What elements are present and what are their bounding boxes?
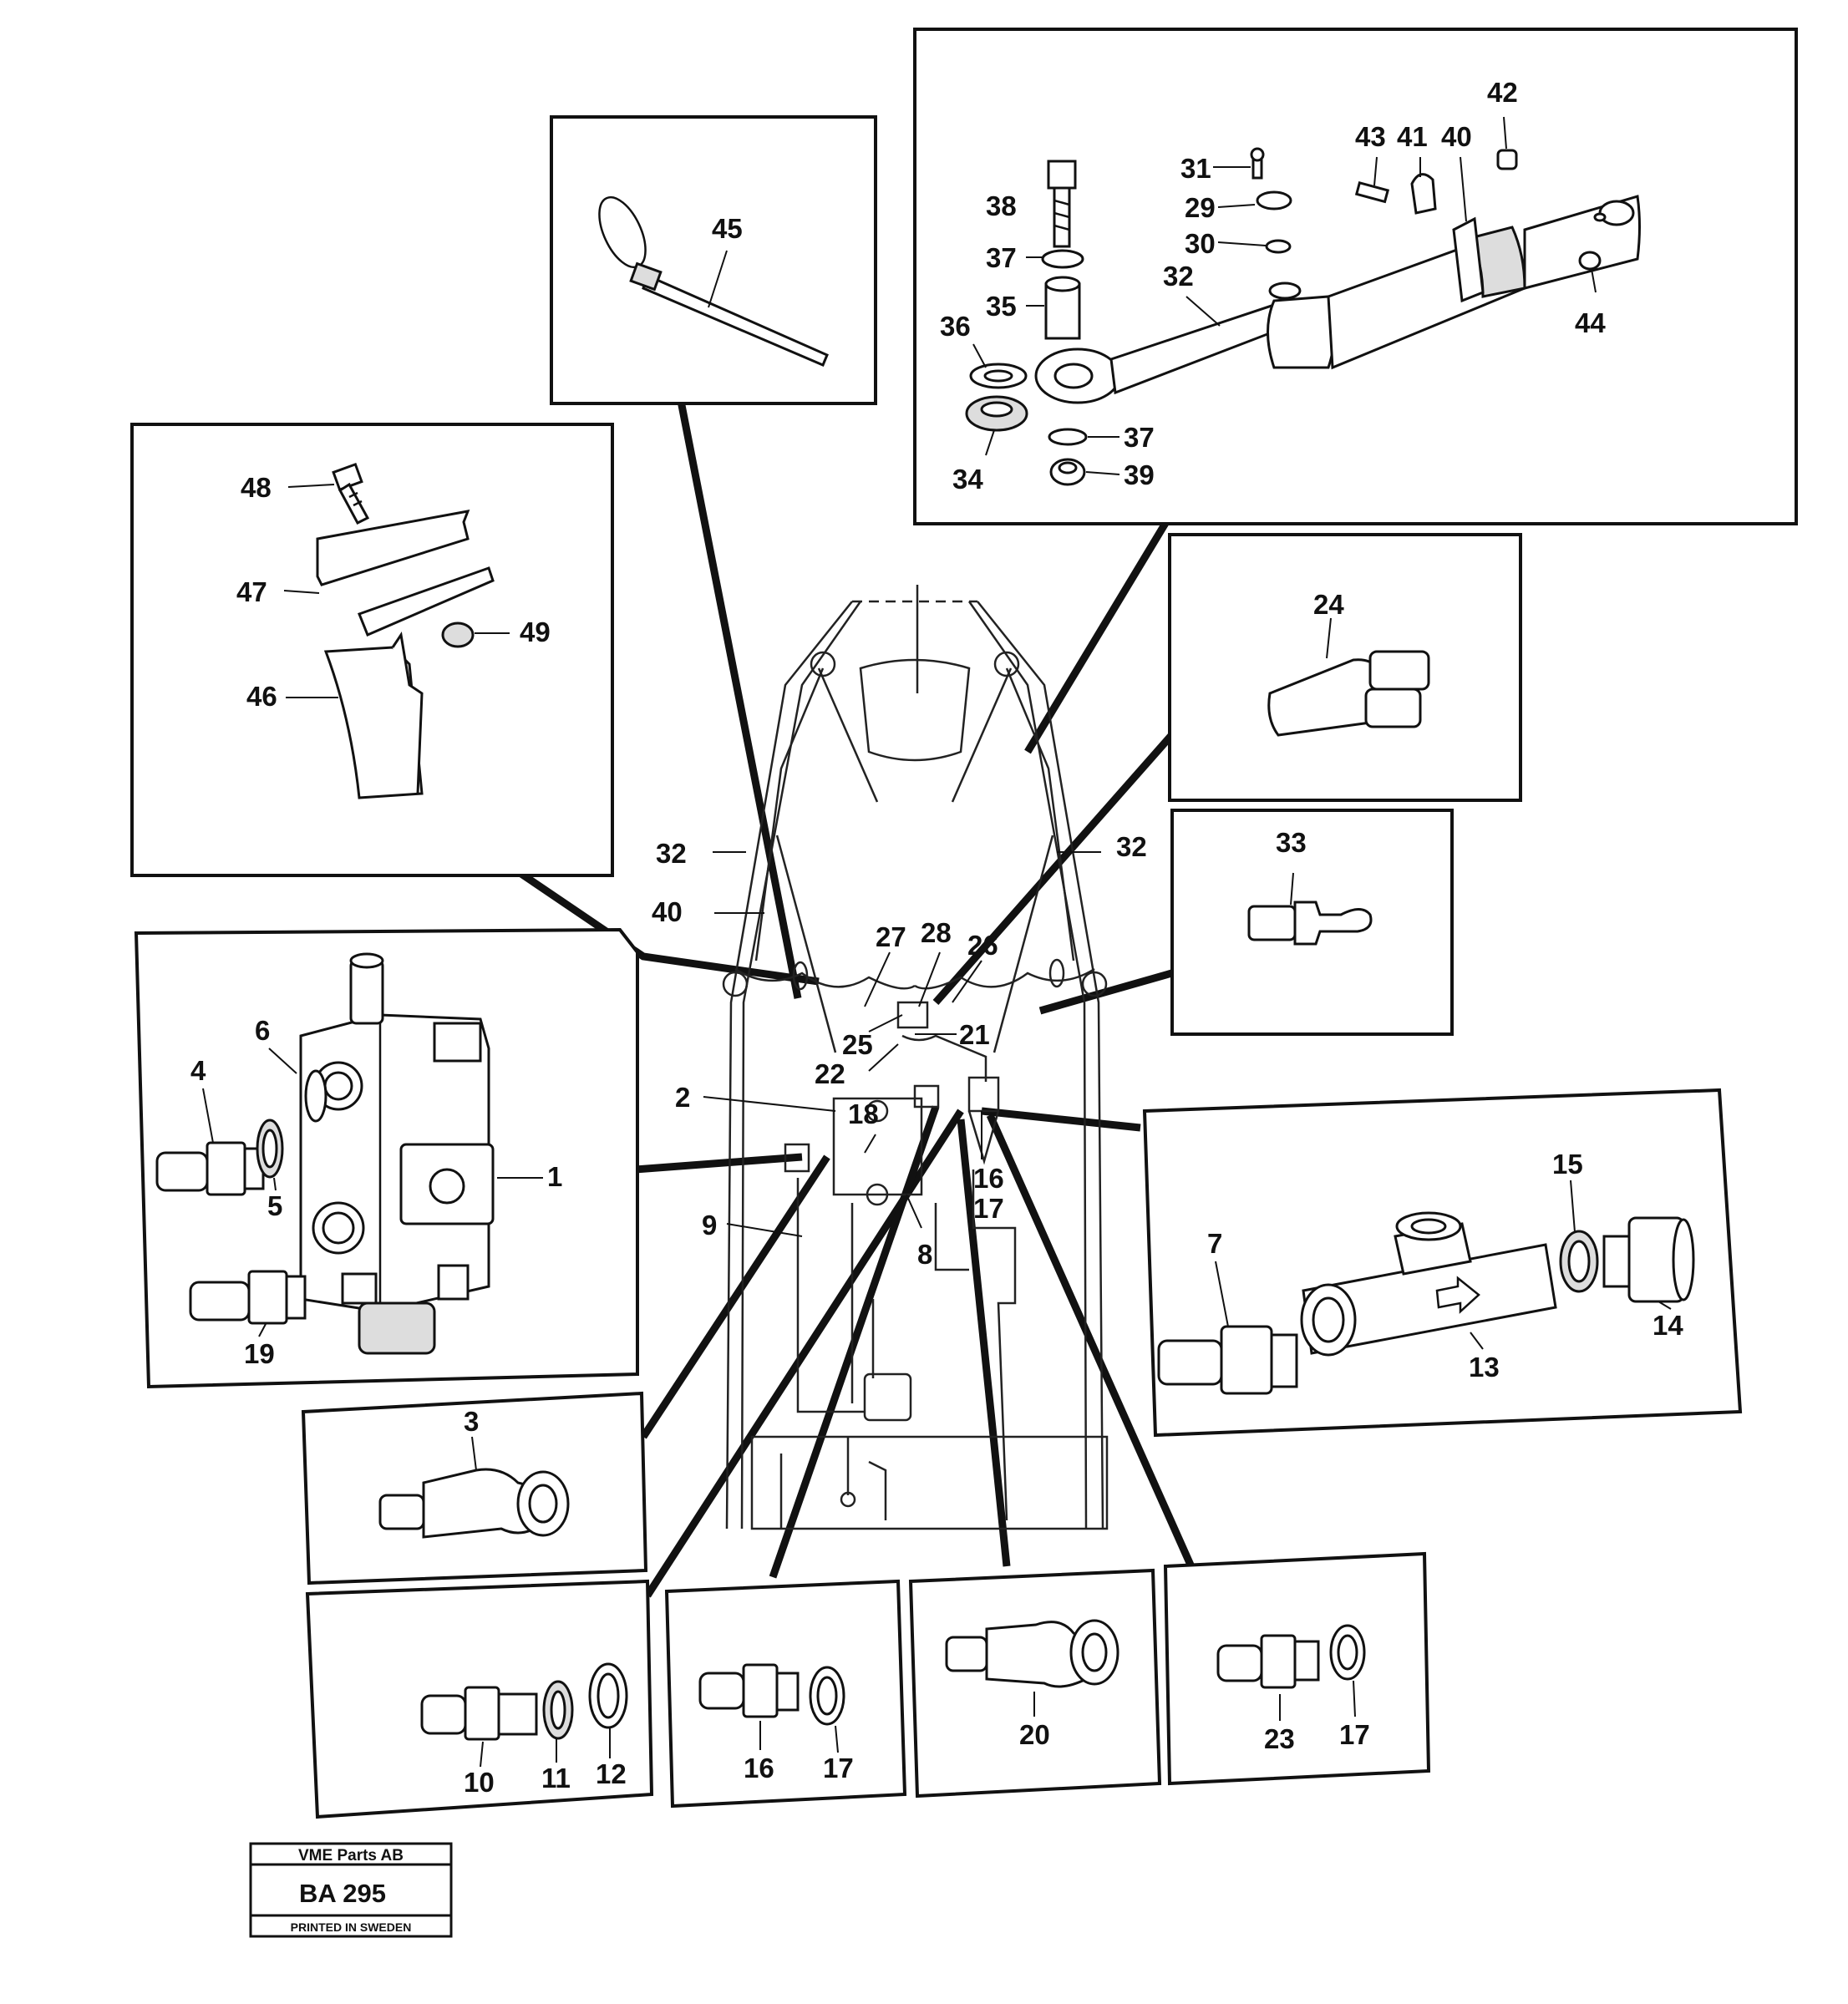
label-36: 36 [940, 311, 971, 342]
panel-control-valve [134, 927, 639, 1389]
panel-guard-plate [130, 423, 614, 877]
label-1: 1 [547, 1161, 562, 1192]
stamp-printed: PRINTED IN SWEDEN [291, 1920, 412, 1934]
label-22: 22 [815, 1058, 845, 1089]
label-20: 20 [1019, 1719, 1050, 1750]
label-21: 21 [959, 1019, 990, 1050]
label-7: 7 [1207, 1228, 1222, 1259]
label-47: 47 [236, 576, 267, 607]
label-32c: 32 [1116, 831, 1147, 862]
panel-cable-tie [550, 115, 877, 405]
label-17b: 17 [823, 1753, 854, 1783]
label-33: 33 [1276, 827, 1307, 858]
label-29: 29 [1185, 192, 1216, 223]
label-23: 23 [1264, 1723, 1295, 1754]
panel-fitting-10-12 [305, 1579, 654, 1819]
stamp-company: VME Parts AB [298, 1847, 404, 1864]
label-37b: 37 [1124, 422, 1155, 453]
label-43: 43 [1355, 121, 1386, 152]
panel-tee-fitting-24 [1168, 533, 1522, 802]
panel-elbow-3 [301, 1391, 648, 1585]
label-18: 18 [848, 1098, 879, 1129]
label-27: 27 [876, 921, 906, 952]
label-6: 6 [255, 1015, 270, 1046]
stamp-code: BA 295 [299, 1879, 386, 1908]
label-37a: 37 [986, 242, 1017, 273]
label-42: 42 [1487, 77, 1518, 108]
panel-elbow-20 [908, 1568, 1162, 1799]
panel-fitting-16-17 [664, 1579, 907, 1809]
label-49: 49 [520, 616, 551, 647]
panel-check-valve [1142, 1088, 1743, 1438]
label-26: 26 [967, 930, 998, 961]
label-32b: 32 [656, 838, 687, 869]
label-17c: 17 [1339, 1719, 1370, 1750]
label-25: 25 [842, 1029, 873, 1060]
label-41: 41 [1397, 121, 1428, 152]
label-44: 44 [1575, 307, 1606, 338]
label-46: 46 [246, 681, 277, 712]
label-40a: 40 [1441, 121, 1472, 152]
label-24: 24 [1313, 589, 1344, 620]
machine-frame [722, 585, 1109, 1530]
label-5: 5 [267, 1190, 282, 1221]
label-11: 11 [541, 1763, 571, 1793]
panel-hydraulic-cylinder [913, 28, 1798, 525]
parts-stamp: VME Parts AB BA 295 PRINTED IN SWEDEN [249, 1842, 453, 1938]
label-17a: 17 [973, 1193, 1004, 1224]
panel-nipple-33 [1170, 809, 1454, 1036]
label-16b: 16 [744, 1753, 774, 1783]
label-30: 30 [1185, 228, 1216, 259]
label-40b: 40 [652, 896, 683, 927]
panel-fitting-23-17 [1163, 1551, 1431, 1786]
label-14: 14 [1653, 1310, 1683, 1341]
label-8: 8 [917, 1239, 932, 1270]
frame-leaders [703, 851, 1101, 1237]
label-16a: 16 [973, 1163, 1004, 1194]
label-15: 15 [1552, 1149, 1583, 1180]
label-38: 38 [986, 190, 1017, 221]
label-35: 35 [986, 291, 1017, 322]
label-45: 45 [712, 213, 743, 244]
label-12: 12 [596, 1758, 627, 1789]
label-28: 28 [921, 917, 952, 948]
callout-leaders [511, 400, 1197, 1598]
label-34: 34 [952, 464, 983, 495]
label-10: 10 [464, 1767, 495, 1798]
callout-labels: 45 42 43 41 40 31 38 29 30 37 32 35 44 3… [190, 77, 1683, 1798]
label-19: 19 [244, 1338, 275, 1369]
label-48: 48 [241, 472, 272, 503]
label-39: 39 [1124, 459, 1155, 490]
label-31: 31 [1180, 153, 1211, 184]
label-32a: 32 [1163, 261, 1194, 292]
label-13: 13 [1469, 1352, 1500, 1383]
label-3: 3 [464, 1406, 479, 1437]
label-4: 4 [190, 1055, 206, 1086]
label-9: 9 [702, 1210, 717, 1240]
label-2: 2 [675, 1082, 690, 1113]
